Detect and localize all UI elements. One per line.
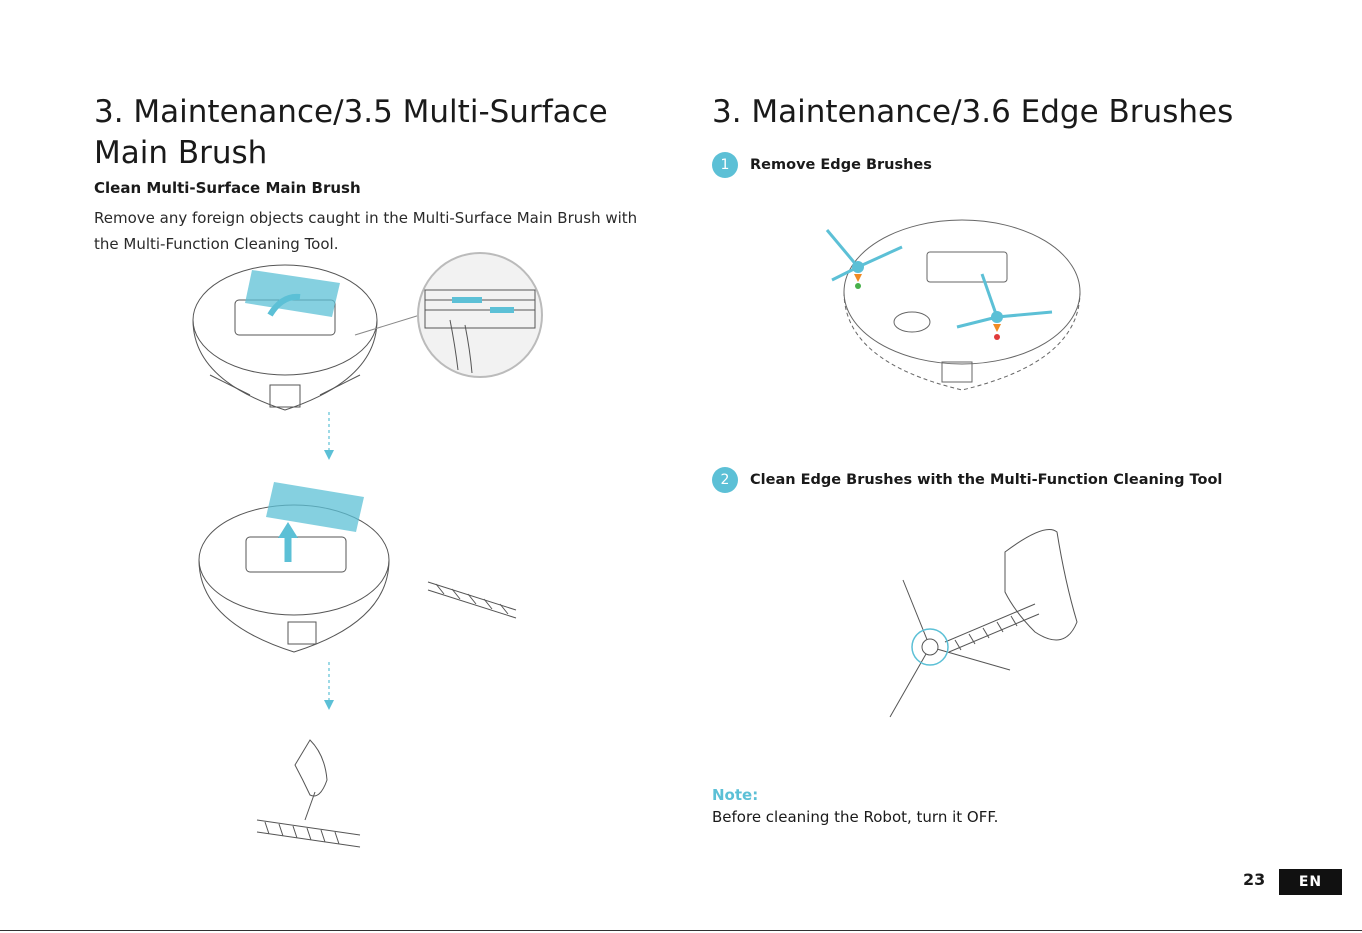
robot-underside-illustration bbox=[822, 212, 1092, 402]
removed-main-brush bbox=[428, 582, 516, 618]
zoom-circle bbox=[418, 253, 542, 377]
language-badge: EN bbox=[1279, 869, 1342, 895]
page-title-edge-brushes: 3. Maintenance/3.6 Edge Brushes bbox=[712, 92, 1312, 133]
flow-arrow-1 bbox=[322, 412, 336, 462]
brush-cleaning-illustration bbox=[255, 740, 365, 850]
main-brush-cover-highlight bbox=[245, 270, 340, 317]
robot-brush-removed-illustration bbox=[196, 472, 526, 662]
step-clean-edge-brushes: 2 Clean Edge Brushes with the Multi-Func… bbox=[712, 467, 1222, 493]
note-label: Note: bbox=[712, 786, 758, 804]
step-number-badge: 2 bbox=[712, 467, 738, 493]
page-title-main-brush: 3. Maintenance/3.5 Multi-Surface Main Br… bbox=[94, 92, 654, 174]
subheading-clean-main-brush: Clean Multi-Surface Main Brush bbox=[94, 179, 361, 197]
step-number-badge: 1 bbox=[712, 152, 738, 178]
flow-arrow-2 bbox=[322, 662, 336, 712]
step-remove-edge-brushes: 1 Remove Edge Brushes bbox=[712, 152, 932, 178]
edge-brush-left bbox=[827, 230, 902, 280]
step-label: Clean Edge Brushes with the Multi-Functi… bbox=[750, 472, 1222, 488]
step-label: Remove Edge Brushes bbox=[750, 157, 932, 173]
note-text: Before cleaning the Robot, turn it OFF. bbox=[712, 808, 998, 826]
bottom-divider bbox=[0, 930, 1362, 931]
page-number: 23 bbox=[1243, 870, 1265, 889]
edge-brush-cleaning-illustration bbox=[885, 522, 1085, 722]
brush-cover-lifted bbox=[266, 482, 364, 532]
robot-brush-illustration bbox=[190, 245, 560, 425]
